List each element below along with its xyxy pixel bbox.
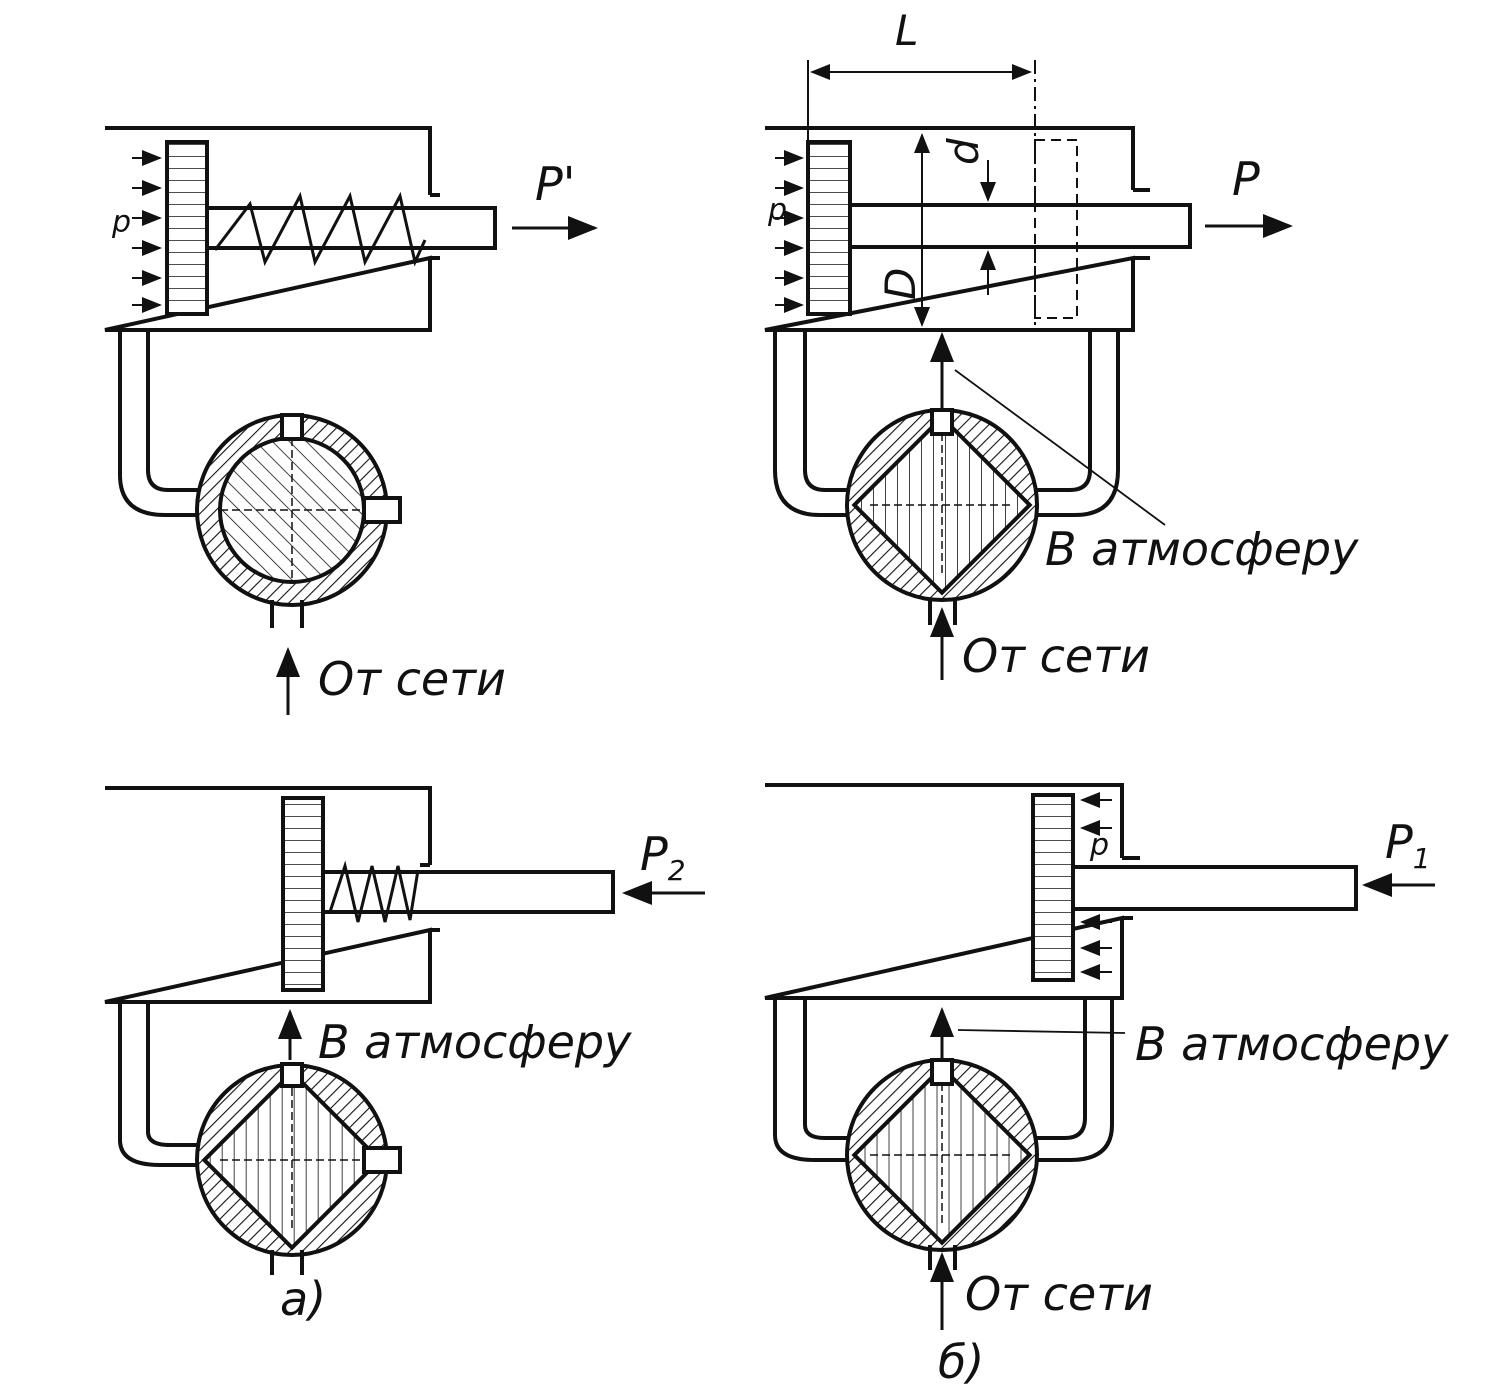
label-exhaust-b-bottom: В атмосферу — [1135, 1017, 1449, 1071]
cylinder-body — [104, 786, 432, 1004]
panel-a-bottom — [104, 786, 705, 1275]
pipe — [773, 998, 1114, 1162]
piston-rod — [205, 206, 497, 250]
piston — [1031, 793, 1075, 982]
piston-rod — [1071, 865, 1358, 911]
panel-b-top — [764, 60, 1293, 680]
label-dim-d-large: D — [876, 268, 925, 300]
label-pressure-a-top: p — [111, 205, 131, 240]
spring — [328, 860, 420, 923]
pressure-arrows — [132, 150, 162, 313]
leader-line — [957, 1029, 1126, 1034]
pipe — [773, 330, 1120, 517]
label-force-a-bottom: P2 — [640, 827, 686, 887]
piston-rod — [321, 870, 615, 914]
pipe — [118, 330, 215, 517]
label-force-a-top: P' — [535, 157, 575, 211]
label-pressure-b-top: p — [767, 193, 787, 228]
panel-a-top — [104, 126, 598, 715]
panel-b-bottom — [764, 783, 1435, 1330]
caption-a: a) — [280, 1272, 326, 1326]
ghost-piston — [1034, 139, 1078, 319]
label-supply-b-bottom: От сети — [965, 1267, 1153, 1321]
label-supply-b-top: От сети — [962, 629, 1150, 683]
leader-line — [954, 369, 1166, 526]
label-force-b-top: P — [1232, 152, 1260, 206]
label-exhaust-b-top: В атмосферу — [1045, 522, 1359, 576]
caption-b: б) — [938, 1335, 984, 1389]
label-dim-l: L — [895, 6, 918, 55]
piston — [165, 140, 209, 316]
spring — [213, 191, 427, 267]
pipe — [118, 1002, 215, 1167]
label-pressure-b-bottom: p — [1089, 828, 1109, 863]
label-dim-d-small: d — [939, 138, 988, 165]
piston — [281, 796, 325, 992]
cylinder-body — [764, 783, 1124, 1000]
label-supply-a-top: От сети — [318, 652, 506, 706]
pressure-arrows — [1080, 792, 1112, 980]
cylinder-body — [764, 126, 1135, 332]
piston-rod — [848, 203, 1192, 249]
pressure-arrows — [775, 150, 804, 313]
label-force-b-bottom: P1 — [1385, 815, 1431, 875]
piston — [806, 140, 852, 316]
label-exhaust-a-bottom: В атмосферу — [318, 1015, 632, 1069]
cylinder-body — [104, 126, 432, 332]
